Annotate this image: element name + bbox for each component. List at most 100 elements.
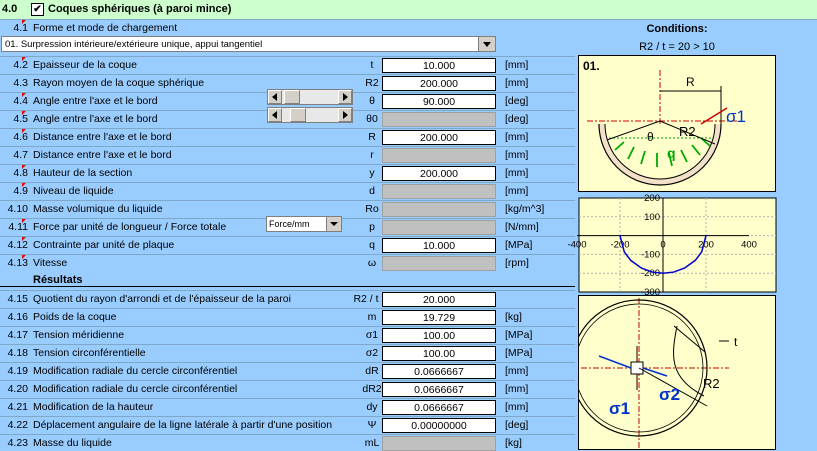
- row-symbol: R2: [365, 77, 379, 89]
- results-heading: Résultats: [33, 274, 83, 286]
- profile-point: [694, 259, 696, 262]
- chart-grid: [579, 198, 776, 292]
- row-value-input[interactable]: 200.000: [382, 76, 496, 91]
- load-mode-select[interactable]: 01. Surpression intérieure/extérieure un…: [1, 36, 496, 52]
- arrow-left-icon[interactable]: [268, 90, 282, 104]
- row-number: 4.6: [13, 131, 28, 143]
- row-separator: [0, 434, 575, 435]
- result-symbol: m: [367, 311, 377, 323]
- result-label: Modification radiale du cercle circonfér…: [33, 383, 238, 395]
- result-label: Déplacement angulaire de la ligne latéra…: [33, 419, 333, 431]
- result-symbol: σ1: [365, 329, 379, 341]
- row-number: 4.8: [13, 167, 28, 179]
- result-label: Masse du liquide: [33, 437, 112, 449]
- profile-point: [662, 272, 664, 274]
- result-number: 4.19: [7, 365, 28, 377]
- comment-marker: [22, 93, 26, 97]
- row-unit: [kg/m^3]: [505, 203, 545, 215]
- row-value-input[interactable]: 200.000: [382, 130, 496, 145]
- row-number: 4.2: [13, 59, 28, 71]
- comment-marker: [22, 237, 26, 241]
- slider-thumb[interactable]: [290, 108, 306, 122]
- mode-label: Forme et mode de chargement: [33, 22, 178, 34]
- profile-point: [619, 235, 621, 237]
- row-value-input[interactable]: 200.000: [382, 166, 496, 181]
- row-value-input: [382, 256, 496, 271]
- force-type-select[interactable]: Force/mm: [266, 216, 342, 232]
- row-unit: [mm]: [505, 167, 529, 179]
- row-value-input: [382, 202, 496, 217]
- result-symbol: dy: [366, 401, 378, 413]
- force-type-value: Force/mm: [269, 219, 310, 229]
- section-checkbox[interactable]: ✔: [31, 3, 44, 16]
- row-symbol: y: [369, 167, 375, 179]
- result-unit: [MPa]: [505, 329, 533, 341]
- result-value: 19.729: [382, 310, 496, 325]
- row-value-input[interactable]: 90.000: [382, 94, 496, 109]
- profile-point: [623, 251, 625, 253]
- row-value-input: [382, 112, 496, 127]
- shell-load-diagram: 01. R R2 θ q σ1: [583, 59, 746, 186]
- profile-point: [705, 235, 707, 237]
- theta0-slider[interactable]: [267, 107, 353, 123]
- result-unit: [kg]: [505, 311, 522, 323]
- comment-marker: [22, 57, 26, 61]
- row-separator: [0, 254, 575, 255]
- row-value-input: [382, 148, 496, 163]
- row-separator: [0, 200, 575, 201]
- x-tick-label: 200: [698, 240, 714, 251]
- row-number: 4.5: [13, 113, 28, 125]
- profile-line: [619, 235, 707, 274]
- row-unit: [N/mm]: [505, 221, 539, 233]
- result-symbol: dR: [365, 365, 379, 377]
- result-number: 4.18: [7, 347, 28, 359]
- row-separator: [0, 362, 575, 363]
- result-number: 4.23: [7, 437, 28, 449]
- result-symbol: dR2: [362, 383, 382, 395]
- row-label: Niveau de liquide: [33, 185, 114, 197]
- section-number: 4.0: [2, 3, 18, 15]
- row-separator: [0, 146, 575, 147]
- comment-marker: [22, 111, 26, 115]
- comment-marker: [22, 219, 26, 223]
- comment-marker: [22, 255, 26, 259]
- x-tick-label: 0: [660, 240, 665, 251]
- row-value-input[interactable]: 10.000: [382, 58, 496, 73]
- result-symbol: mL: [364, 437, 380, 449]
- x-tick-label: 400: [741, 240, 757, 251]
- arrow-right-icon[interactable]: [338, 108, 352, 122]
- arrow-left-icon[interactable]: [268, 108, 282, 122]
- theta-slider[interactable]: [267, 89, 353, 105]
- slider-thumb[interactable]: [284, 90, 300, 104]
- row-label: Vitesse: [33, 257, 68, 269]
- row-separator: [0, 308, 575, 309]
- row-unit: [mm]: [505, 149, 529, 161]
- row-value-input: [382, 184, 496, 199]
- row-label: Force par unité de longueur / Force tota…: [33, 221, 227, 233]
- arrow-right-icon[interactable]: [338, 90, 352, 104]
- row-label: Epaisseur de la coque: [33, 59, 137, 71]
- sigma1-label: σ1: [726, 107, 746, 126]
- result-number: 4.20: [7, 383, 28, 395]
- row-separator: [0, 344, 575, 345]
- profile-point: [683, 267, 686, 269]
- pressure-arrows: [614, 137, 711, 167]
- row-unit: [mm]: [505, 131, 529, 143]
- row-separator: [0, 74, 575, 75]
- profile-point: [640, 267, 643, 269]
- result-label: Modification de la hauteur: [33, 401, 154, 413]
- load-mode-value: 01. Surpression intérieure/extérieure un…: [5, 39, 263, 50]
- r2-label-2: R2: [703, 376, 720, 391]
- chevron-down-icon[interactable]: [478, 37, 495, 51]
- result-value: 0.0666667: [382, 382, 496, 397]
- row-separator: [0, 182, 575, 183]
- row-value-input[interactable]: 10.000: [382, 238, 496, 253]
- y-tick-label: 200: [644, 193, 660, 204]
- r2-label: R2: [679, 124, 696, 139]
- result-label: Poids de la coque: [33, 311, 117, 323]
- chevron-down-icon[interactable]: [326, 217, 341, 231]
- y-tick-label: 100: [644, 212, 660, 223]
- profile-point: [630, 259, 632, 262]
- result-unit: [mm]: [505, 365, 529, 377]
- section-title: Coques sphériques (à paroi mince): [48, 3, 232, 15]
